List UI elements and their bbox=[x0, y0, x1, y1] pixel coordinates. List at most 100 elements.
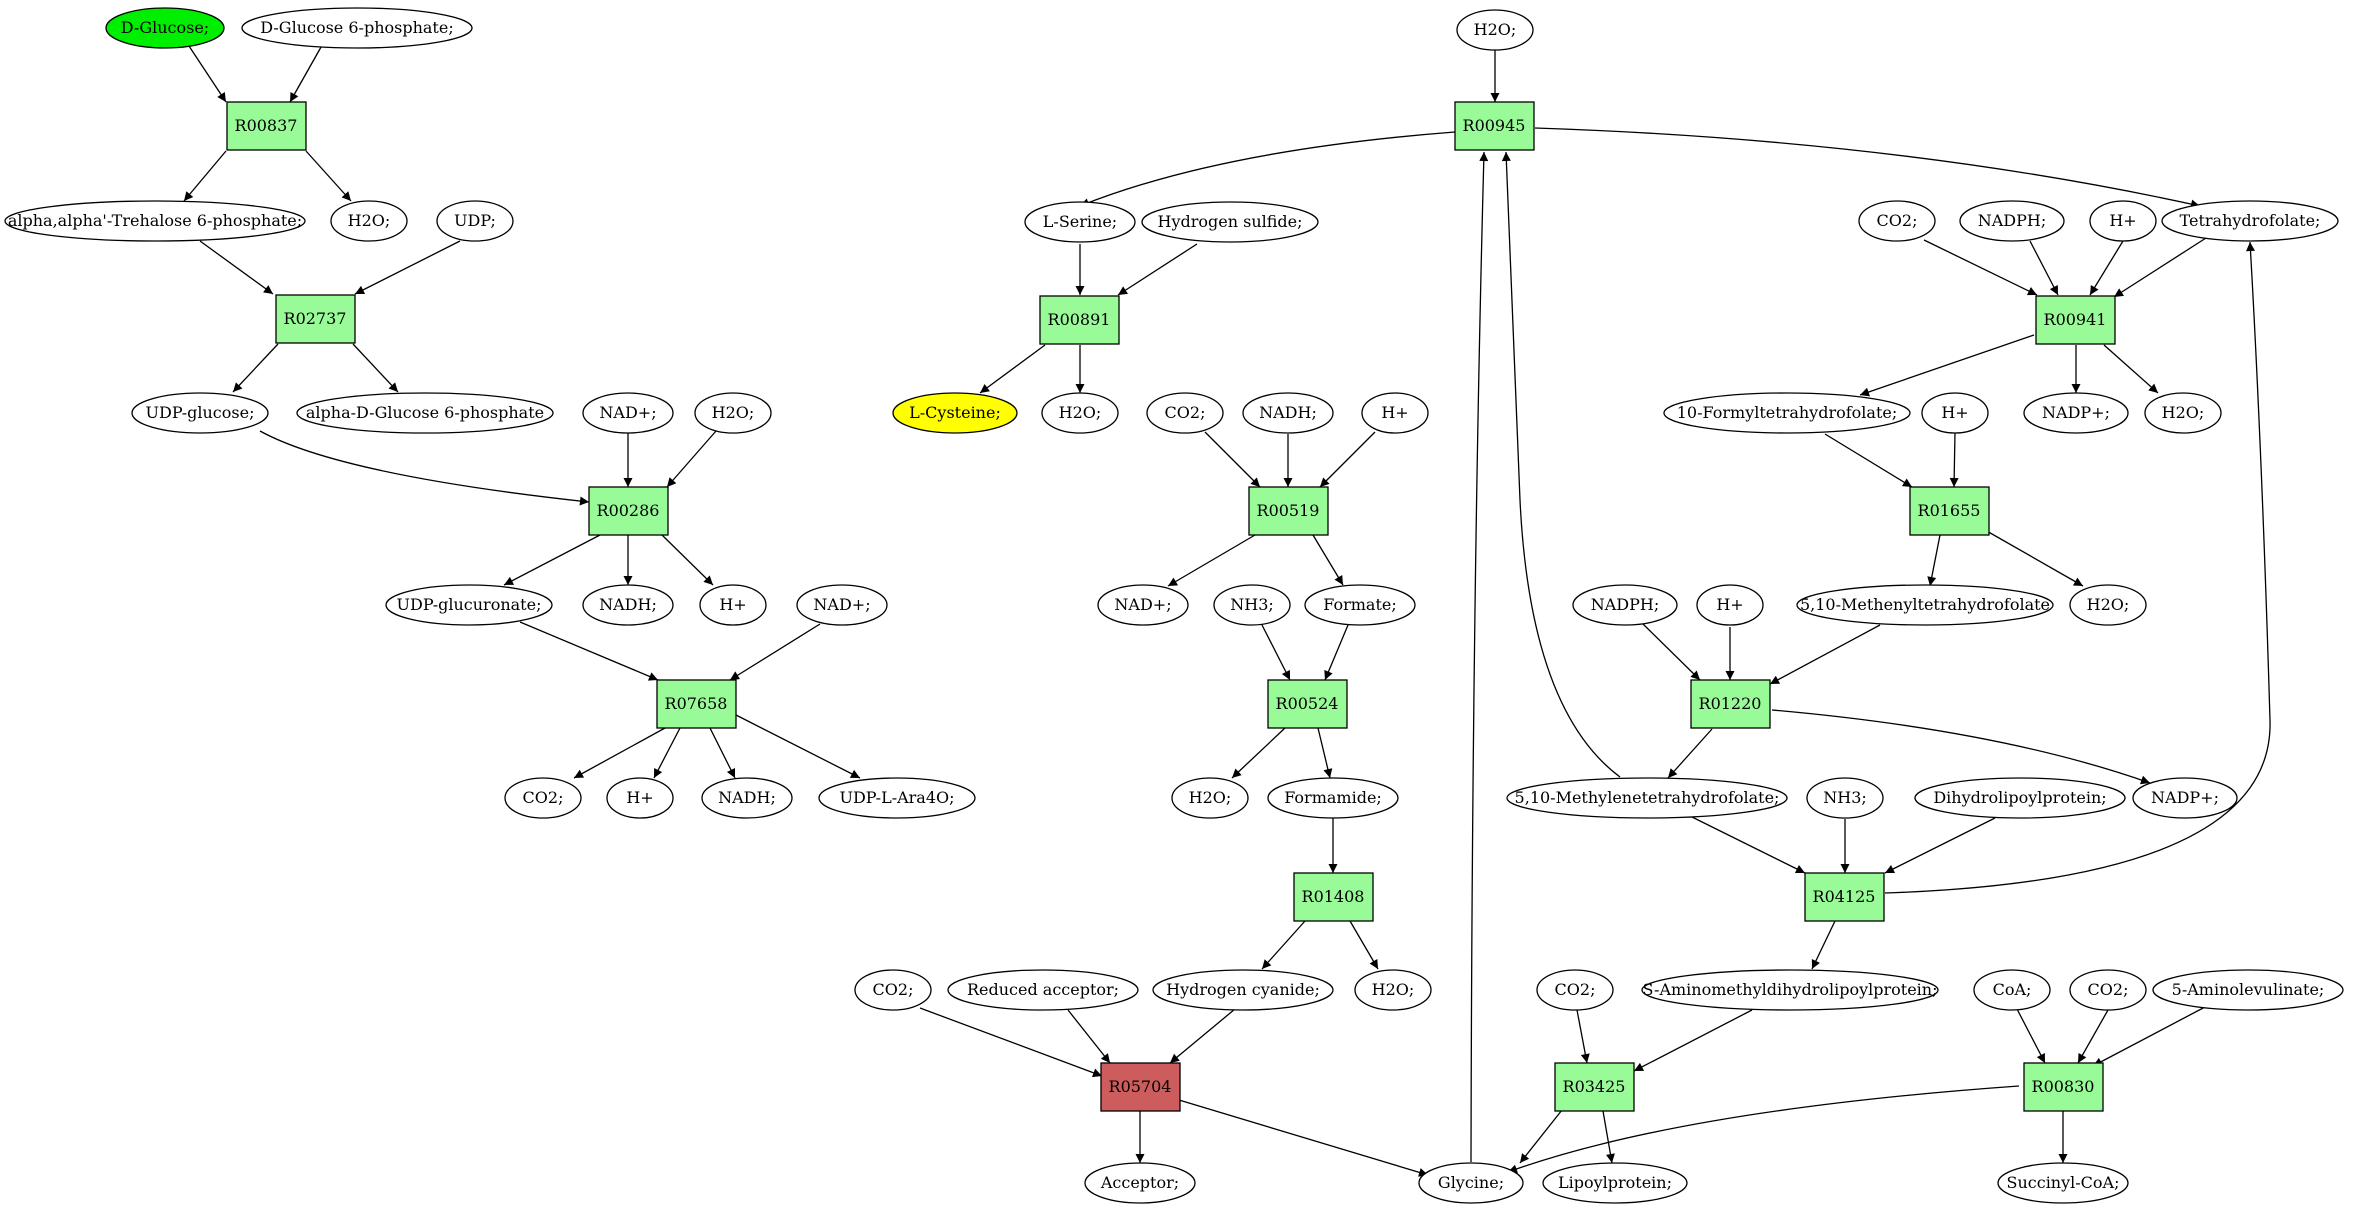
reaction-r01408[interactable]: R01408 bbox=[1293, 872, 1374, 922]
reaction-r00945[interactable]: R00945 bbox=[1454, 101, 1535, 151]
compound-udp-glucuronate[interactable]: UDP-glucuronate; bbox=[385, 584, 553, 626]
compound-nad[interactable]: NAD+; bbox=[1097, 584, 1189, 626]
reaction-r01655[interactable]: R01655 bbox=[1909, 486, 1990, 536]
compound-d-glucose-6-phosphate[interactable]: D-Glucose 6-phosphate; bbox=[241, 7, 473, 49]
edge-hydrogensulfide-r00891 bbox=[1117, 243, 1198, 296]
compound-formate[interactable]: Formate; bbox=[1304, 584, 1416, 626]
reaction-r00286[interactable]: R00286 bbox=[588, 486, 669, 536]
compound-h-plus[interactable]: H+ bbox=[2089, 200, 2157, 242]
compound-hydrogen-cyanide[interactable]: Hydrogen cyanide; bbox=[1152, 969, 1334, 1011]
compound-5-10-methylenetetrahydrofolate[interactable]: 5,10-Methylenetetrahydrofolate; bbox=[1506, 777, 1788, 819]
compound-h2o[interactable]: H2O; bbox=[330, 200, 408, 242]
compound-label: CO2; bbox=[873, 980, 914, 999]
edge-r05704-glycine bbox=[1178, 1099, 1429, 1177]
compound-nh3[interactable]: NH3; bbox=[1806, 777, 1884, 819]
compound-formamide[interactable]: Formamide; bbox=[1267, 777, 1399, 819]
reaction-r00837[interactable]: R00837 bbox=[226, 101, 307, 151]
compound-co2[interactable]: CO2; bbox=[504, 777, 582, 819]
compound-nadph[interactable]: NADPH; bbox=[1959, 200, 2065, 242]
compound-udp[interactable]: UDP; bbox=[436, 200, 514, 242]
compound-label: NAD+; bbox=[1114, 595, 1171, 614]
compound-10-formyltetrahydrofolate[interactable]: 10-Formyltetrahydrofolate; bbox=[1663, 392, 1911, 434]
compound-h2o[interactable]: H2O; bbox=[694, 392, 772, 434]
compound-h2o[interactable]: H2O; bbox=[1354, 969, 1432, 1011]
compound-nadp[interactable]: NADP+; bbox=[2023, 392, 2129, 434]
compound-label: H2O; bbox=[1189, 788, 1232, 807]
compound-l-serine[interactable]: L-Serine; bbox=[1024, 201, 1136, 243]
compound-h-plus[interactable]: H+ bbox=[606, 777, 674, 819]
compound-co2[interactable]: CO2; bbox=[1146, 392, 1224, 434]
compound-glycine[interactable]: Glycine; bbox=[1418, 1162, 1524, 1204]
compound-h2o[interactable]: H2O; bbox=[1171, 777, 1249, 819]
compound-label: 10-Formyltetrahydrofolate; bbox=[1677, 403, 1897, 422]
edge-dglucose-r00837 bbox=[184, 39, 227, 103]
compound-label: L-Serine; bbox=[1043, 212, 1117, 231]
reaction-r01220[interactable]: R01220 bbox=[1690, 679, 1771, 729]
compound-h2o[interactable]: H2O; bbox=[2144, 392, 2222, 434]
compound-h-plus[interactable]: H+ bbox=[1361, 392, 1429, 434]
compound-alpha-d-glucose-6-phosphate[interactable]: alpha-D-Glucose 6-phosphate bbox=[296, 392, 554, 434]
compound-nadh[interactable]: NADH; bbox=[582, 584, 674, 626]
compound-nadph[interactable]: NADPH; bbox=[1572, 584, 1678, 626]
edge-r04125-thf bbox=[1884, 241, 2271, 894]
compound-coa[interactable]: CoA; bbox=[1973, 969, 2051, 1011]
compound-h2o[interactable]: H2O; bbox=[1456, 9, 1534, 51]
compound-nadh[interactable]: NADH; bbox=[1242, 392, 1334, 434]
edge-coa-r00830 bbox=[2016, 1008, 2046, 1064]
compound-label: NADH; bbox=[599, 595, 657, 614]
edge-udp-r02737 bbox=[354, 240, 461, 295]
compound-co2[interactable]: CO2; bbox=[1858, 200, 1936, 242]
compound-udp-l-ara4o[interactable]: UDP-L-Ara4O; bbox=[818, 777, 976, 819]
edge-udpglucose-r00286 bbox=[259, 430, 590, 506]
reaction-r02737[interactable]: R02737 bbox=[275, 294, 356, 344]
reaction-r07658[interactable]: R07658 bbox=[656, 679, 737, 729]
compound-succinyl-coa[interactable]: Succinyl-CoA; bbox=[1997, 1162, 2129, 1204]
compound-tetrahydrofolate[interactable]: Tetrahydrofolate; bbox=[2161, 200, 2339, 242]
compound-co2[interactable]: CO2; bbox=[2069, 969, 2147, 1011]
edge-r02737-alphadglucose6p bbox=[352, 343, 399, 393]
compound-h-plus[interactable]: H+ bbox=[1921, 392, 1989, 434]
compound-5-10-methenyltetrahydrofolate[interactable]: 5,10-Methenyltetrahydrofolate bbox=[1796, 584, 2054, 626]
compound-label: CO2; bbox=[2088, 980, 2129, 999]
compound-h-plus[interactable]: H+ bbox=[1696, 584, 1764, 626]
reaction-r00891[interactable]: R00891 bbox=[1039, 295, 1120, 345]
compound-nadp[interactable]: NADP+; bbox=[2132, 777, 2238, 819]
compound-dihydrolipoylprotein[interactable]: Dihydrolipoylprotein; bbox=[1914, 777, 2126, 819]
compound-acceptor[interactable]: Acceptor; bbox=[1084, 1162, 1196, 1204]
compound-nh3[interactable]: NH3; bbox=[1213, 584, 1291, 626]
reaction-r00519[interactable]: R00519 bbox=[1248, 486, 1329, 536]
compound-d-glucose[interactable]: D-Glucose; bbox=[105, 7, 225, 49]
edge-r01408-hydrogencyanide bbox=[1261, 920, 1306, 970]
edge-r07658-nadh bbox=[709, 727, 736, 779]
compound-label: H+ bbox=[1716, 595, 1743, 614]
compound-nad[interactable]: NAD+; bbox=[582, 392, 674, 434]
compound-h2o[interactable]: H2O; bbox=[2069, 584, 2147, 626]
compound-reduced-acceptor[interactable]: Reduced acceptor; bbox=[947, 969, 1139, 1011]
edge-reducedacceptor-r05704 bbox=[1067, 1009, 1111, 1064]
compound-hydrogen-sulfide[interactable]: Hydrogen sulfide; bbox=[1141, 201, 1319, 243]
compound-h-plus[interactable]: H+ bbox=[699, 584, 767, 626]
compound-label: CO2; bbox=[523, 788, 564, 807]
edge-saminomethyl-r03425 bbox=[1633, 1009, 1753, 1072]
compound-trehalose-6-phosphate[interactable]: alpha,alpha'-Trehalose 6-phosphate; bbox=[4, 200, 306, 242]
reaction-r00830[interactable]: R00830 bbox=[2023, 1062, 2104, 1112]
edge-nadph-r00941 bbox=[2029, 240, 2059, 296]
reaction-r03425[interactable]: R03425 bbox=[1554, 1062, 1635, 1112]
compound-lipoylprotein[interactable]: Lipoylprotein; bbox=[1542, 1162, 1688, 1204]
reaction-r05704[interactable]: R05704 bbox=[1100, 1062, 1181, 1112]
compound-co2[interactable]: CO2; bbox=[1536, 969, 1614, 1011]
reaction-label: R05704 bbox=[1109, 1077, 1172, 1096]
compound-nad[interactable]: NAD+; bbox=[796, 584, 888, 626]
compound-nadh[interactable]: NADH; bbox=[701, 777, 793, 819]
compound-s-aminomethyldihydrolipoylprotein[interactable]: S-Aminomethyldihydrolipoylprotein; bbox=[1641, 969, 1939, 1011]
compound-l-cysteine[interactable]: L-Cysteine; bbox=[892, 392, 1018, 434]
reaction-r00941[interactable]: R00941 bbox=[2035, 295, 2116, 345]
reaction-r00524[interactable]: R00524 bbox=[1267, 679, 1348, 729]
reaction-r04125[interactable]: R04125 bbox=[1804, 872, 1885, 922]
compound-co2[interactable]: CO2; bbox=[854, 969, 932, 1011]
compound-h2o[interactable]: H2O; bbox=[1041, 392, 1119, 434]
edge-hplus-r00519 bbox=[1319, 431, 1376, 488]
compound-udp-glucose[interactable]: UDP-glucose; bbox=[131, 392, 269, 434]
compound-label: UDP; bbox=[454, 211, 496, 230]
compound-5-aminolevulinate[interactable]: 5-Aminolevulinate; bbox=[2152, 969, 2344, 1011]
